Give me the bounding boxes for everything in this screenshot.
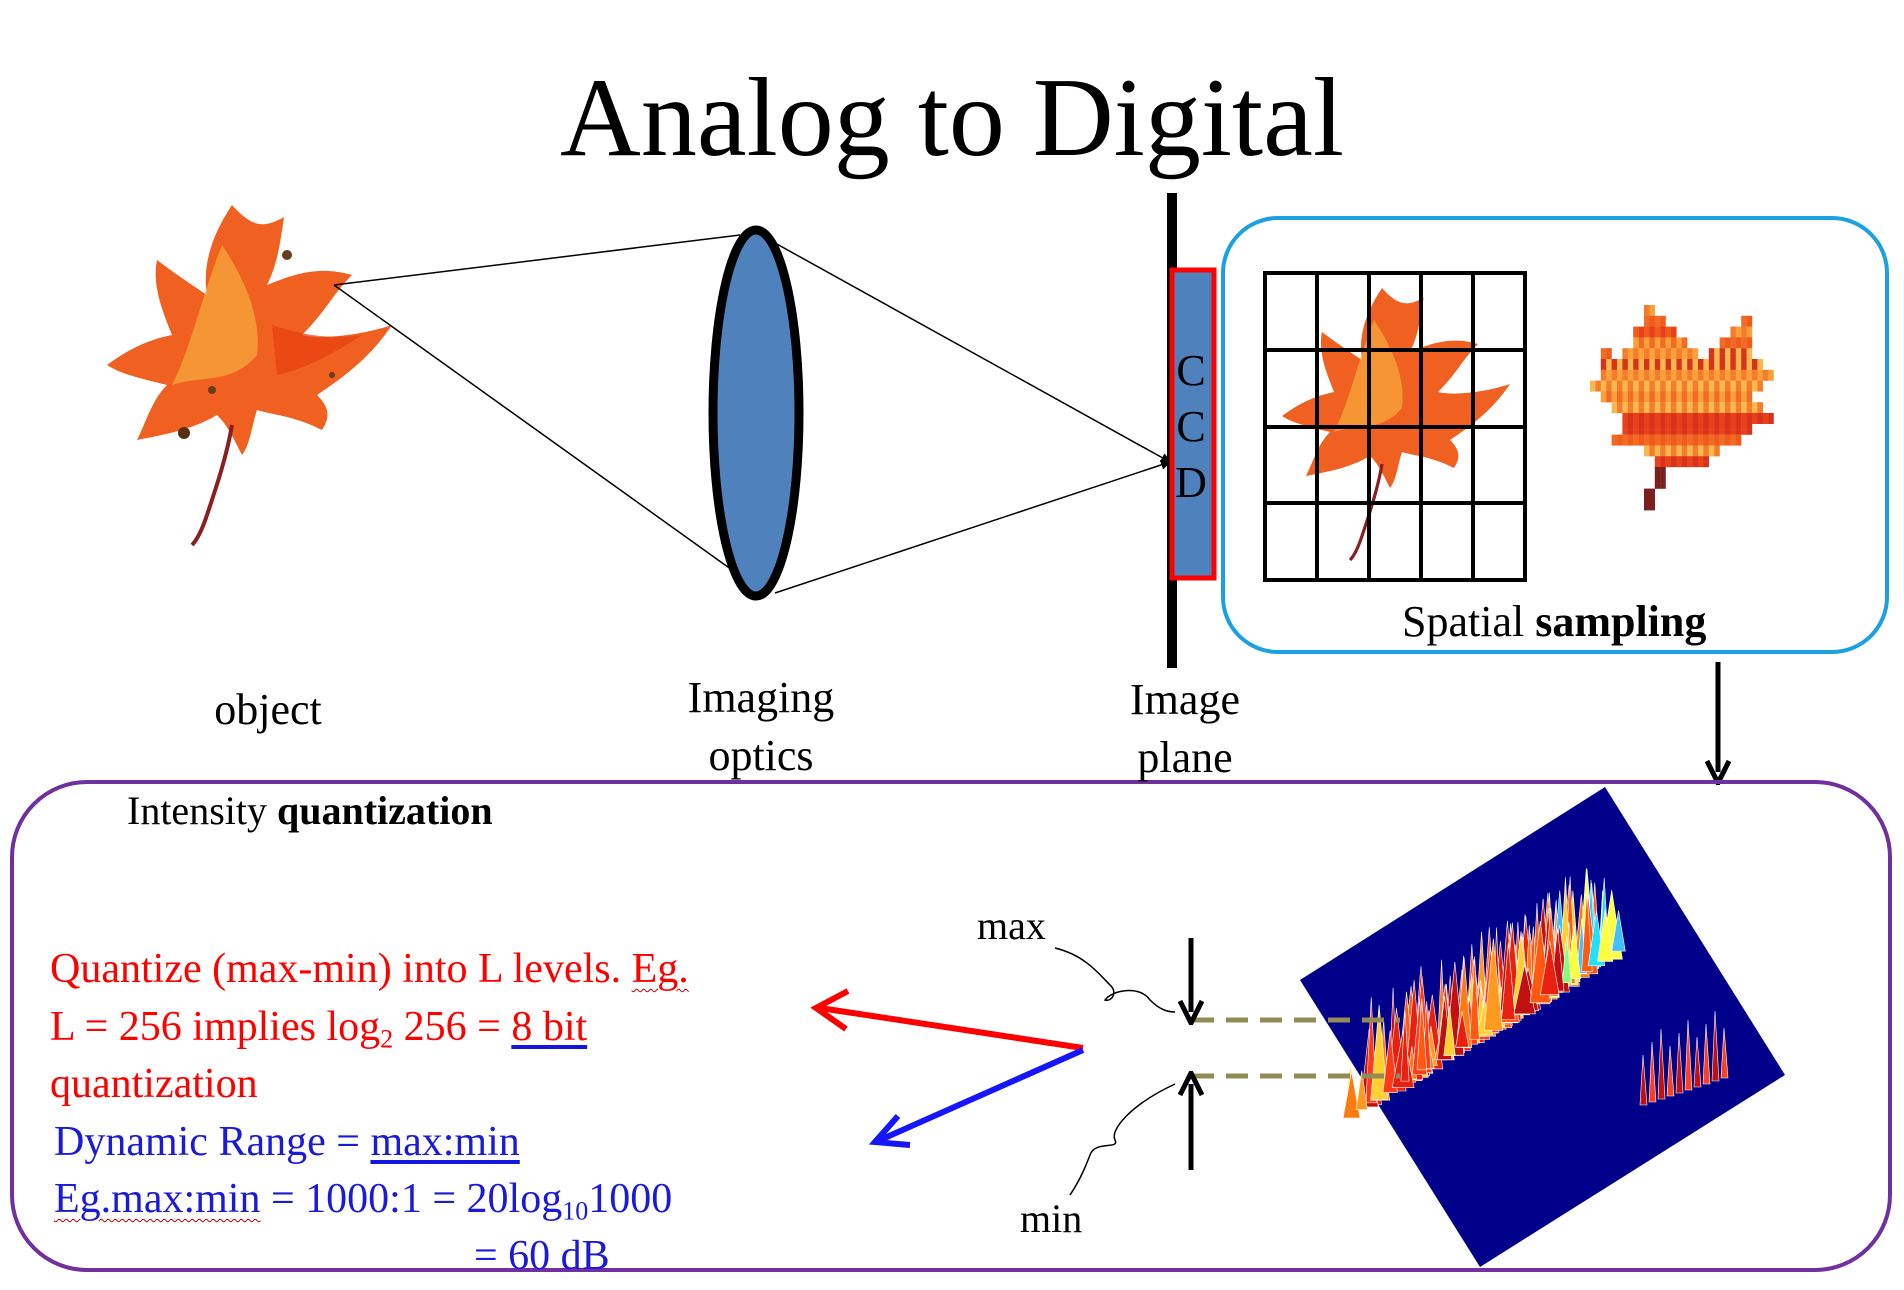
surface-plot-image (1300, 787, 1785, 1267)
sampling-label-normal: Spatial (1402, 597, 1536, 646)
quantize-line2-sub: 2 (380, 1024, 394, 1054)
quantize-line2-a: L = 256 implies log (50, 1004, 381, 1050)
dynamic-range-eg-b: 1000 (588, 1176, 673, 1222)
ccd-letter-c1: C (1176, 346, 1206, 395)
blue-arrow (868, 1047, 1085, 1148)
dynamic-range-eg-sub: 10 (562, 1196, 589, 1226)
ccd-letter-d: D (1175, 458, 1207, 507)
max-label: max (977, 903, 1046, 948)
level-dashes (1192, 1017, 1400, 1079)
red-arrow (810, 988, 1084, 1051)
quantize-line2: L = 256 implies log2 256 = 8 bit (50, 1006, 587, 1052)
pixelated-leaf-image (1590, 305, 1774, 511)
dynamic-range-line: Dynamic Range = max:min (54, 1121, 520, 1163)
sampling-grid (1263, 271, 1527, 582)
light-rays (333, 234, 1171, 594)
ccd-label: C C D (1173, 343, 1209, 511)
quantize-line2-b: 256 = (393, 1004, 512, 1050)
quantize-line1-text: Quantize (max-min) into L levels. (50, 946, 632, 992)
quantize-line1-eg: Eg. (631, 946, 689, 992)
sampling-label: Spatial sampling (1402, 600, 1706, 644)
dynamic-range-eg-a: = 1000:1 = 20log (260, 1176, 563, 1222)
quantization-heading: Intensity quantization (127, 791, 493, 831)
quantize-line3: quantization (50, 1061, 258, 1107)
imaging-lens (708, 225, 804, 601)
ccd-letter-c2: C (1176, 402, 1206, 451)
sampling-box (1221, 216, 1889, 654)
object-label: object (214, 685, 322, 734)
min-callout-line (1069, 1083, 1176, 1196)
min-label: min (1020, 1196, 1083, 1241)
leaf-object-image (107, 205, 392, 547)
quantization-heading-normal: Intensity (127, 788, 277, 833)
quantization-heading-bold: quantization (276, 788, 493, 833)
slide-title: Analog to Digital (560, 56, 1344, 180)
sampling-label-bold: sampling (1535, 597, 1707, 646)
dynamic-range-eg-link[interactable]: Eg.max:min (54, 1176, 261, 1222)
quantization-box (10, 780, 1892, 1272)
plane-label-line2: plane (1137, 733, 1233, 782)
optics-label-line2: optics (708, 731, 814, 780)
quantize-8bit-link[interactable]: 8 bit (511, 1004, 588, 1050)
max-callout-line (1054, 947, 1176, 1013)
ccd-sensor (1169, 267, 1217, 581)
dynamic-range-text: Dynamic Range = (54, 1119, 371, 1165)
quantize-line1: Quantize (max-min) into L levels. Eg. (50, 948, 689, 990)
image-label-line1: Image (1130, 675, 1240, 724)
dynamic-range-link[interactable]: max:min (370, 1119, 520, 1165)
dynamic-range-db: = 60 dB (474, 1233, 610, 1279)
dynamic-range-example: Eg.max:min = 1000:1 = 20log101000 (54, 1178, 672, 1224)
imaging-label-line1: Imaging (687, 673, 835, 722)
